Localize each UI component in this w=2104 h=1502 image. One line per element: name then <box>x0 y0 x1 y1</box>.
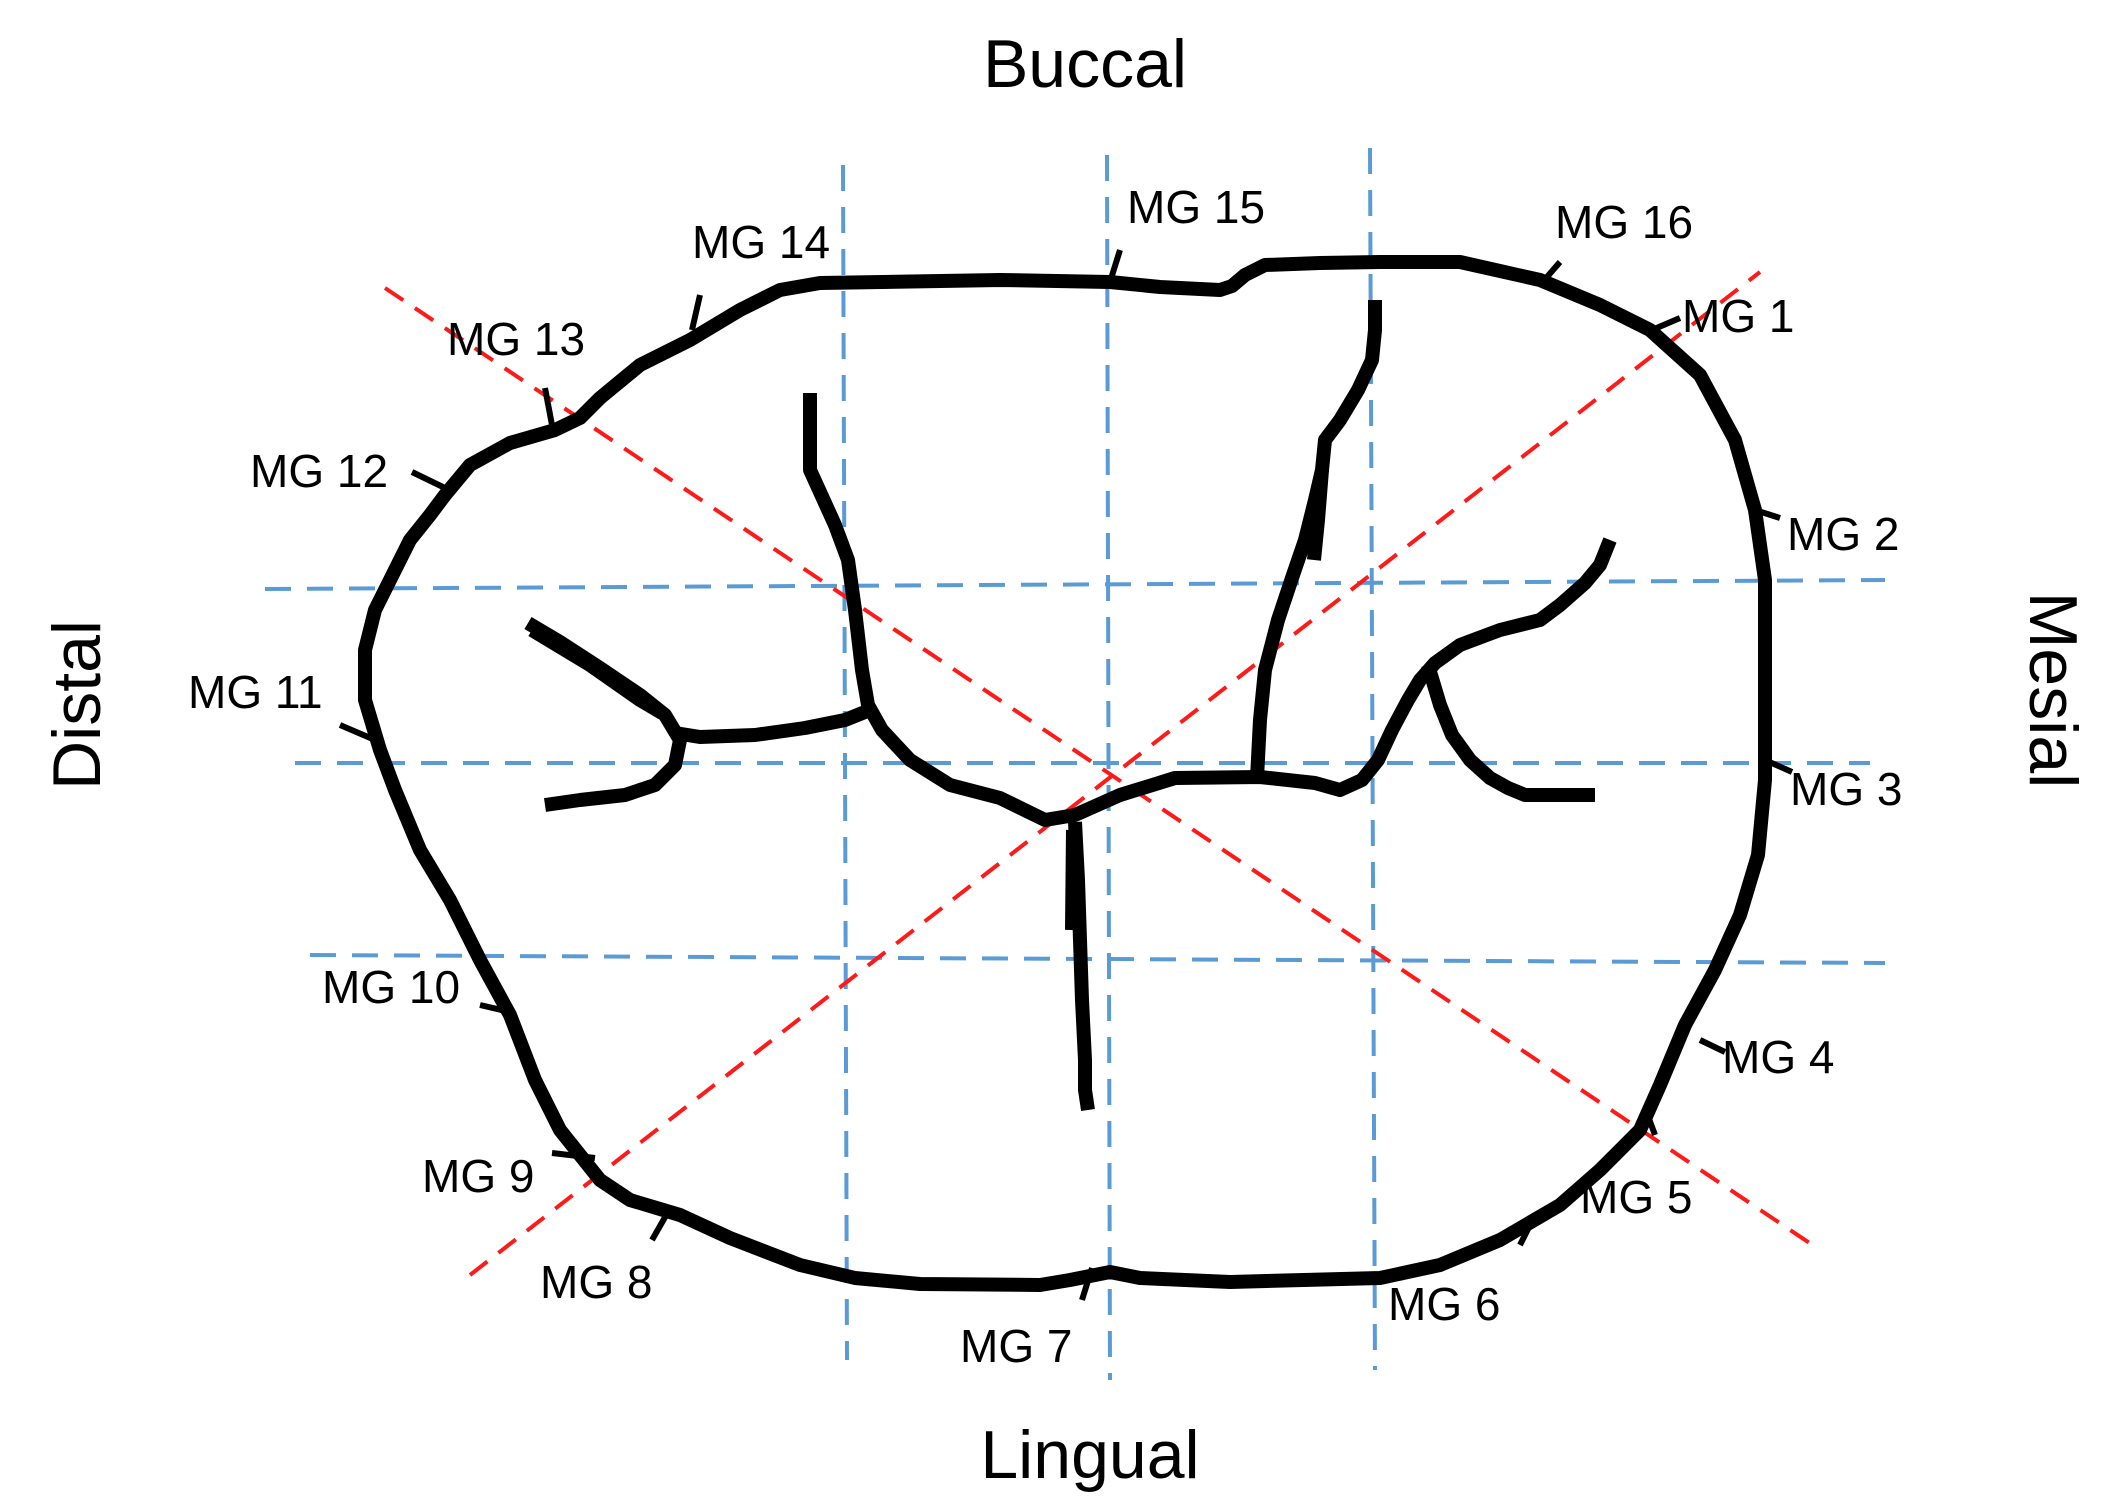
margin-tick <box>410 469 447 491</box>
fissure-line <box>1065 829 1080 931</box>
fissure-line <box>803 393 1617 827</box>
margin-tick <box>479 1002 511 1015</box>
margin-label: MG 15 <box>1127 181 1265 233</box>
margin-tick <box>1763 757 1794 775</box>
margin-label: MG 5 <box>1580 1171 1692 1223</box>
grid-horizontal-line <box>309 953 1886 965</box>
fissure-line <box>528 624 666 720</box>
margin-label: MG 8 <box>540 1256 652 1308</box>
margin-label: MG 3 <box>1790 763 1902 815</box>
margin-tick <box>551 1150 596 1161</box>
margin-label: MG 13 <box>447 313 585 365</box>
margin-tick <box>1650 315 1682 333</box>
direction-label-distal: Distal <box>39 620 115 790</box>
margin-tick <box>649 1210 671 1242</box>
margin-label: MG 9 <box>422 1150 534 1202</box>
margin-label: MG 10 <box>322 961 460 1013</box>
margin-label: MG 7 <box>960 1320 1072 1372</box>
direction-label-mesial: Mesial <box>2015 592 2091 789</box>
margin-tick <box>689 294 703 331</box>
margin-tick <box>1079 1267 1095 1301</box>
margin-tick <box>1754 507 1781 521</box>
direction-label-lingual: Lingual <box>980 1417 1199 1493</box>
margin-label: MG 1 <box>1682 290 1794 342</box>
grid-vertical-line <box>1105 154 1112 1381</box>
diagonal-line <box>383 286 1822 1252</box>
margin-label: MG 4 <box>1722 1031 1834 1083</box>
diagonal-lines <box>383 270 1822 1277</box>
fissure-line <box>673 703 873 744</box>
grid-horizontal-line <box>264 578 1886 591</box>
direction-label-buccal: Buccal <box>983 26 1187 102</box>
margin-tick <box>338 722 377 743</box>
margin-tick <box>1517 1213 1538 1247</box>
fissure-line <box>1421 662 1595 802</box>
margin-label: MG 6 <box>1388 1278 1500 1330</box>
fissure-line <box>1307 469 1329 561</box>
margin-tick <box>1698 1037 1727 1055</box>
fissure-pattern <box>524 300 1617 1112</box>
margin-label: MG 16 <box>1555 196 1693 248</box>
margin-tick <box>1642 1106 1658 1137</box>
tooth-outline <box>358 255 1772 1292</box>
margin-tick <box>1537 260 1563 287</box>
margin-label: MG 11 <box>188 666 323 718</box>
margin-label: MG 2 <box>1787 508 1899 560</box>
margin-ticks <box>338 249 1794 1301</box>
margin-label: MG 12 <box>250 445 388 497</box>
diagonal-line <box>468 270 1762 1277</box>
margin-tick <box>1107 249 1123 283</box>
margin-tick <box>542 387 555 426</box>
margin-labels: MG 1 MG 2 MG 3 MG 4 MG 5 MG 6 MG 7 MG 8 … <box>188 181 1902 1372</box>
margin-label: MG 14 <box>692 216 830 268</box>
